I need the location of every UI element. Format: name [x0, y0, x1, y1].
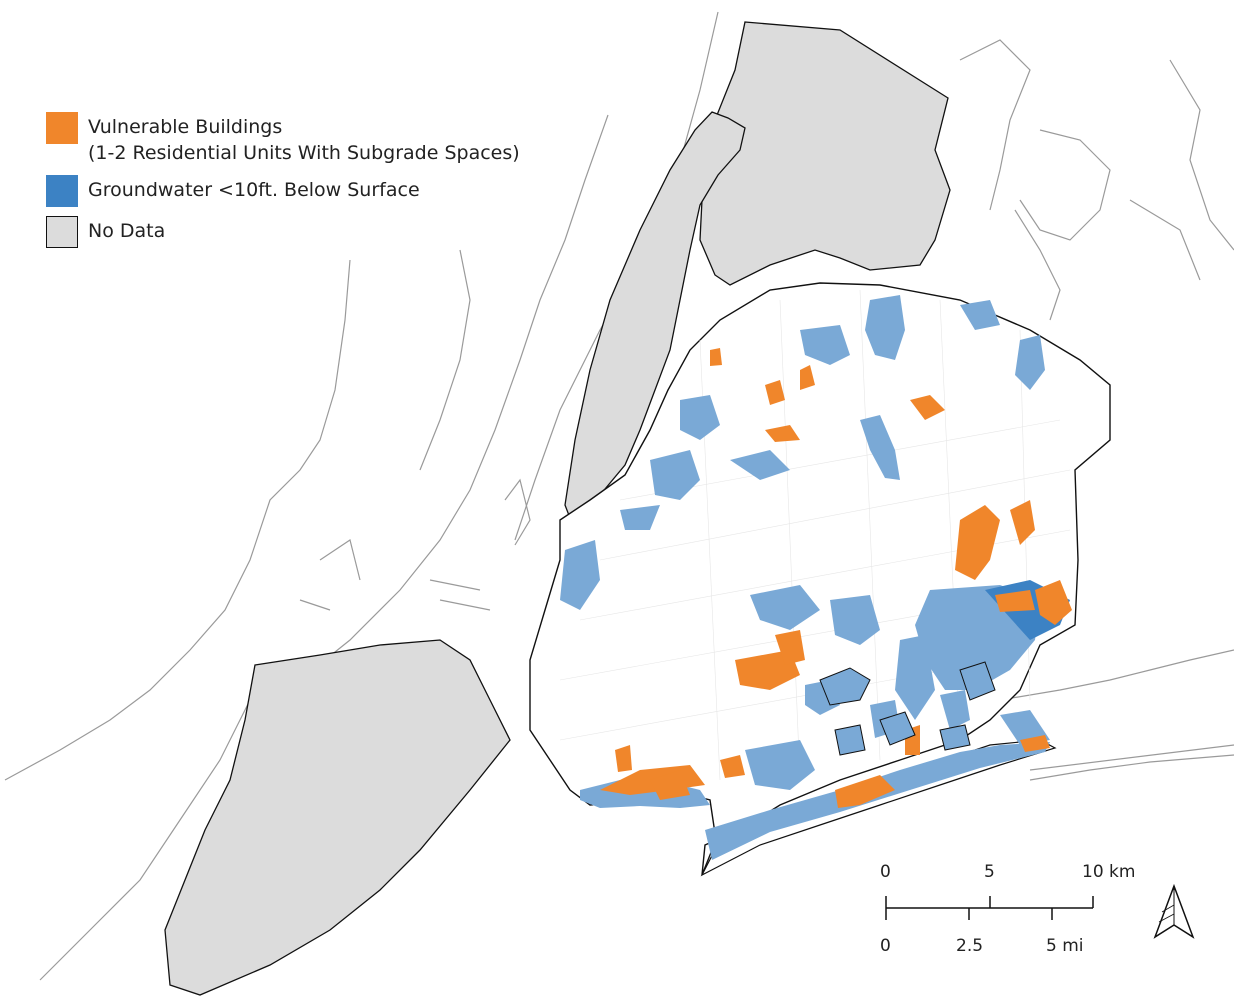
- scale-mi-5: 5 mi: [1046, 936, 1084, 956]
- scale-km-5: 5: [984, 862, 995, 882]
- scale-mi-0: 0: [880, 936, 891, 956]
- legend-label-vulnerable-sub: (1-2 Residential Units With Subgrade Spa…: [88, 142, 520, 164]
- north-arrow-icon: [1153, 883, 1195, 939]
- legend-swatch-groundwater: [46, 175, 78, 207]
- vulnerable-building-areas: [600, 348, 1072, 808]
- legend-item-no-data: No Data: [46, 216, 520, 248]
- legend-item-vulnerable: Vulnerable Buildings (1-2 Residential Un…: [46, 112, 520, 166]
- legend-label-groundwater: Groundwater <10ft. Below Surface: [88, 179, 420, 201]
- context-coastlines: [4, 11, 1234, 981]
- manhattan-no-data: [564, 111, 746, 520]
- map-legend: Vulnerable Buildings (1-2 Residential Un…: [46, 112, 520, 257]
- scale-bar: [885, 896, 1094, 920]
- legend-swatch-no-data: [46, 216, 78, 248]
- scale-mi-2-5: 2.5: [956, 936, 984, 956]
- legend-item-groundwater: Groundwater <10ft. Below Surface: [46, 175, 520, 207]
- staten-island-no-data: [164, 639, 511, 996]
- street-texture: [559, 289, 1071, 781]
- legend-label-no-data: No Data: [88, 220, 166, 242]
- scale-km-10: 10 km: [1082, 862, 1136, 882]
- legend-swatch-vulnerable: [46, 112, 78, 144]
- legend-label-vulnerable: Vulnerable Buildings (1-2 Residential Un…: [88, 112, 520, 166]
- jamaica-bay-islands: [819, 661, 996, 756]
- scale-km-0: 0: [880, 862, 891, 882]
- legend-label-vulnerable-main: Vulnerable Buildings: [88, 116, 283, 138]
